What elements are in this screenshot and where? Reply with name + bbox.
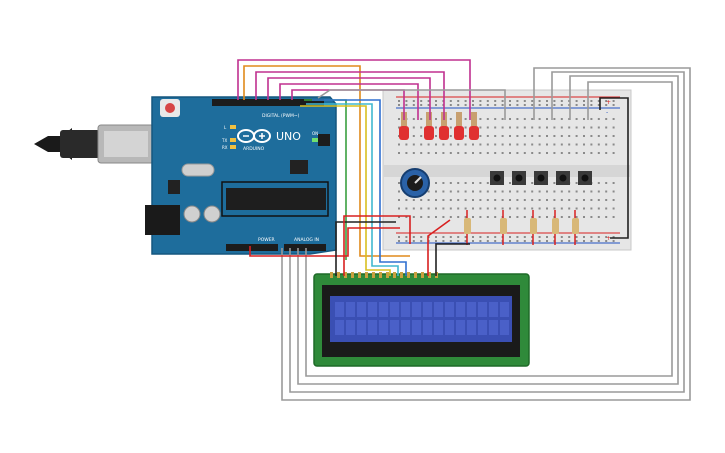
wire-gray-4	[297, 75, 679, 385]
wire-magenta-4	[279, 83, 419, 120]
atmega-chip	[226, 188, 326, 210]
rail-minus-label: -	[606, 109, 608, 116]
reset-button-cap[interactable]	[165, 103, 175, 113]
lcd-display[interactable]	[313, 272, 530, 367]
brand-label: ARDUINO	[243, 146, 265, 152]
potentiometer[interactable]	[400, 168, 430, 198]
pushbutton-3[interactable]	[534, 171, 548, 185]
pushbutton-1[interactable]	[490, 171, 504, 185]
usb-chip	[290, 160, 308, 174]
wire-red-1	[249, 227, 400, 257]
resistor-3[interactable]	[530, 210, 537, 245]
resistor-group	[464, 210, 579, 245]
wire-orange-1	[243, 65, 410, 257]
pushbutton-2[interactable]	[512, 171, 526, 185]
resistor-1[interactable]	[464, 210, 471, 245]
wire-gray-5	[305, 81, 673, 377]
capacitor-1	[183, 205, 201, 223]
rx-label: RX	[222, 145, 228, 150]
resistor-4[interactable]	[552, 210, 559, 245]
wire-blue-1	[312, 99, 407, 276]
icsp-header	[318, 134, 330, 146]
wire-gray-3	[289, 71, 685, 393]
wire-gray-1	[317, 89, 506, 120]
wire-magenta-2	[255, 71, 445, 120]
power-header[interactable]	[226, 244, 278, 251]
led-tx	[230, 138, 236, 142]
wire-black-1	[599, 97, 629, 239]
capacitor-2	[203, 205, 221, 223]
arduino-board[interactable]: UNO ARDUINO DIGITAL (PWM~) POWER ANALOG …	[145, 96, 337, 255]
wire-yellow-1	[300, 105, 391, 276]
lcd-character-cells	[335, 302, 509, 335]
led-2[interactable]	[424, 112, 434, 140]
rail-plus-label: +	[606, 99, 611, 106]
voltage-regulator	[168, 180, 180, 194]
wire-black-2	[335, 221, 396, 276]
crystal	[181, 163, 215, 177]
resistor-2[interactable]	[500, 210, 507, 245]
breadboard-holes	[398, 100, 615, 242]
digital-header-label: DIGITAL (PWM~)	[262, 113, 300, 119]
led-on	[312, 138, 318, 142]
analog-header[interactable]	[284, 244, 326, 251]
wire-red-2	[343, 215, 411, 276]
analog-label: ANALOG IN	[294, 237, 319, 243]
led-rx	[230, 145, 236, 149]
resistor-5[interactable]	[572, 210, 579, 245]
model-label: UNO	[276, 130, 301, 143]
tx-label: TX	[221, 138, 227, 143]
on-label: ON	[312, 131, 318, 136]
led-4[interactable]	[454, 112, 464, 140]
wire-gray-2	[281, 67, 691, 401]
power-label: POWER	[258, 237, 275, 243]
rail-plus-label-bottom: +	[606, 235, 611, 242]
pushbutton-5[interactable]	[578, 171, 592, 185]
wire-magenta-3	[267, 77, 431, 120]
power-jack	[145, 205, 180, 235]
l-label: L	[224, 125, 227, 130]
pushbutton-group	[490, 171, 592, 185]
digital-header[interactable]	[212, 99, 324, 106]
wire-group	[237, 59, 691, 401]
pushbutton-4[interactable]	[556, 171, 570, 185]
arduino-logo-icon	[237, 129, 271, 143]
led-5[interactable]	[469, 112, 479, 140]
led-l	[230, 125, 236, 129]
wire-black-3	[435, 243, 470, 276]
usb-cable	[34, 124, 155, 164]
wire-cyan-1	[306, 103, 399, 276]
wire-red-3	[427, 219, 451, 276]
